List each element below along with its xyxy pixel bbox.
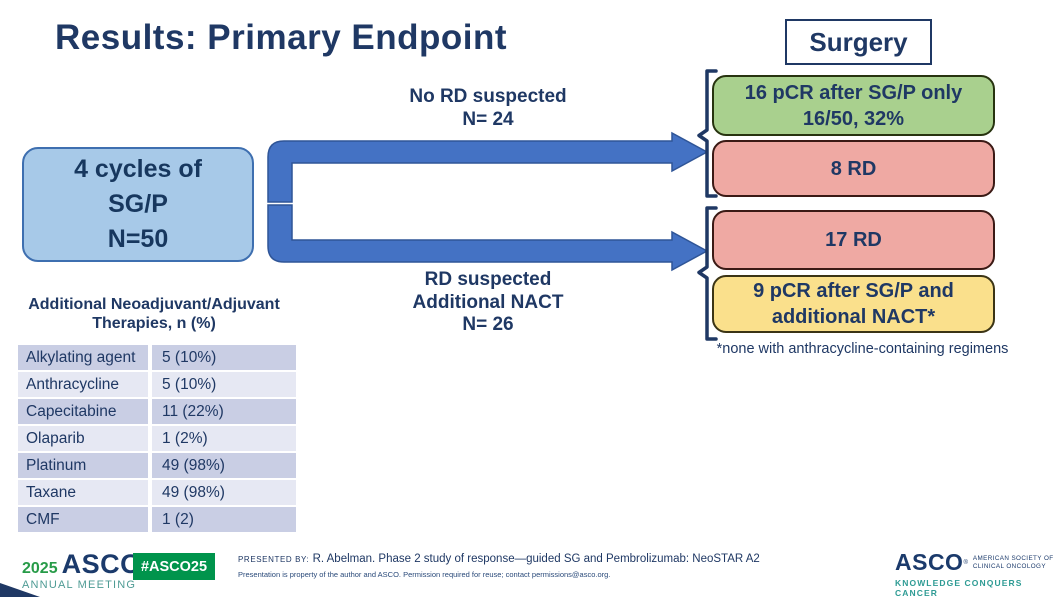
source-box-sgp: 4 cycles of SG/P N=50 — [22, 147, 254, 262]
surgery-box: Surgery — [785, 19, 932, 65]
outcome-line: 16/50, 32% — [802, 107, 905, 130]
asco-annual-meeting-logo: 2025 ASCO ® ANNUAL MEETING — [22, 551, 147, 591]
table-cell-value: 1 (2) — [152, 507, 296, 532]
table-title-line: Therapies, n (%) — [92, 315, 216, 332]
disclaimer-text: Presentation is property of the author a… — [238, 570, 611, 579]
table-title: Additional Neoadjuvant/Adjuvant Therapie… — [8, 295, 300, 333]
table-cell-value: 11 (22%) — [152, 399, 296, 424]
table-row: Anthracycline 5 (10%) — [18, 372, 296, 399]
source-box-line: 4 cycles of — [74, 155, 202, 183]
footnote: *none with anthracycline-containing regi… — [716, 341, 1009, 357]
source-box-line: N=50 — [107, 225, 169, 253]
asco-logo: ASCO ® AMERICAN SOCIETY OF CLINICAL ONCO… — [895, 549, 1061, 597]
presented-by-label: PRESENTED BY: — [238, 555, 310, 564]
branch-label-rd-suspected: RD suspected Additional NACT N= 26 — [368, 269, 608, 337]
table-row: Capecitabine 11 (22%) — [18, 399, 296, 426]
table-row: Olaparib 1 (2%) — [18, 426, 296, 453]
table-cell-therapy: Olaparib — [18, 426, 152, 451]
table-cell-therapy: CMF — [18, 507, 152, 532]
corner-accent-triangle — [0, 583, 40, 597]
therapies-table: Alkylating agent 5 (10%) Anthracycline 5… — [18, 345, 296, 534]
asco-society-line: AMERICAN SOCIETY OF — [972, 554, 1054, 562]
table-cell-therapy: Platinum — [18, 453, 152, 478]
table-row: Taxane 49 (98%) — [18, 480, 296, 507]
branch-bottom-line: RD suspected — [424, 269, 552, 290]
outcome-line: 17 RD — [825, 229, 882, 251]
meeting-name: ANNUAL MEETING — [22, 579, 137, 591]
registered-mark: ® — [963, 559, 968, 566]
bent-arrow-bottom — [267, 204, 709, 272]
footer: 2025 ASCO ® ANNUAL MEETING #ASCO25 PRESE… — [0, 547, 1061, 597]
meeting-year: 2025 — [22, 560, 58, 577]
asco-society-line: CLINICAL ONCOLOGY — [972, 562, 1046, 570]
outcome-box-17rd: 17 RD — [712, 210, 995, 270]
outcome-box-pcr-sgp-only: 16 pCR after SG/P only 16/50, 32% — [712, 75, 995, 136]
table-cell-therapy: Alkylating agent — [18, 345, 152, 370]
meeting-org: ASCO — [61, 549, 142, 579]
outcome-box-pcr-nact: 9 pCR after SG/P and additional NACT* — [712, 275, 995, 333]
table-cell-therapy: Capecitabine — [18, 399, 152, 424]
page-title: Results: Primary Endpoint — [55, 18, 508, 57]
table-cell-value: 49 (98%) — [152, 453, 296, 478]
table-row: Platinum 49 (98%) — [18, 453, 296, 480]
table-row: CMF 1 (2) — [18, 507, 296, 534]
table-cell-value: 49 (98%) — [152, 480, 296, 505]
outcome-line: additional NACT* — [771, 306, 936, 328]
hashtag-label: #ASCO25 — [140, 558, 208, 575]
outcome-line: 8 RD — [830, 157, 877, 180]
branch-top-line: N= 24 — [462, 108, 514, 130]
table-cell-value: 5 (10%) — [152, 372, 296, 397]
asco-society-name: AMERICAN SOCIETY OF CLINICAL ONCOLOGY — [973, 555, 1054, 571]
source-box-line: SG/P — [108, 190, 168, 218]
branch-top-line: No RD suspected — [409, 86, 567, 107]
table-cell-therapy: Anthracycline — [18, 372, 152, 397]
bent-arrow-top — [267, 131, 709, 203]
outcome-box-8rd: 8 RD — [712, 140, 995, 197]
branch-bottom-line: N= 26 — [462, 314, 514, 335]
asco-logo-word: ASCO — [895, 549, 964, 575]
asco-tagline: KNOWLEDGE CONQUERS CANCER — [895, 578, 1023, 597]
table-cell-value: 5 (10%) — [152, 345, 296, 370]
table-title-line: Additional Neoadjuvant/Adjuvant — [28, 296, 280, 313]
branch-label-no-rd: No RD suspected N= 24 — [368, 86, 608, 131]
branch-bottom-line: Additional NACT — [412, 291, 564, 313]
presented-by-block: PRESENTED BY: R. Abelman. Phase 2 study … — [238, 553, 760, 579]
surgery-label: Surgery — [809, 26, 908, 57]
table-cell-therapy: Taxane — [18, 480, 152, 505]
table-cell-value: 1 (2%) — [152, 426, 296, 451]
outcome-line: 9 pCR after SG/P and — [753, 280, 954, 302]
presented-by-text: R. Abelman. Phase 2 study of response—gu… — [312, 553, 760, 565]
outcome-line: 16 pCR after SG/P only — [744, 81, 963, 104]
table-row: Alkylating agent 5 (10%) — [18, 345, 296, 372]
hashtag-badge: #ASCO25 — [133, 553, 215, 580]
